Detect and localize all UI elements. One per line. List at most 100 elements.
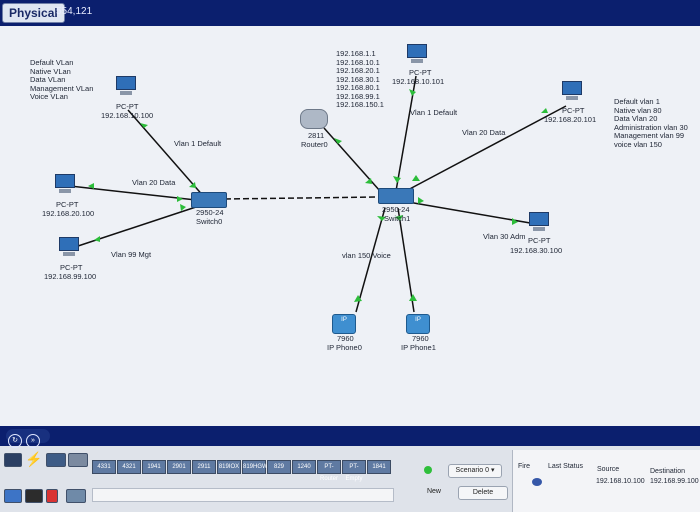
device-type-label: PC-PT [409, 68, 432, 77]
bottom-panel: ↻» ⚡ 4331 4321 1941 2901 2911 819IOX 819… [0, 426, 700, 512]
ip-phone1-icon[interactable]: IP [406, 314, 430, 334]
switch-name-label: Switch1 [384, 214, 411, 223]
ip-line: 192.168.10.1 [336, 57, 380, 67]
link-router-switch1 [323, 127, 381, 192]
device-model-item[interactable]: PT-Router [317, 460, 341, 482]
device-model-item[interactable]: PT-Empty [342, 460, 366, 482]
ip-line: 192.168.99.1 [336, 91, 380, 101]
pc-lower-right-icon[interactable] [528, 212, 550, 234]
logical-workspace[interactable]: Default VLan Native VLan Data VLan Manag… [0, 26, 700, 426]
device-model-item[interactable]: 4331 [92, 460, 116, 474]
note-line: Administration vlan 30 [614, 122, 688, 132]
vlan-notes-right: Default vlan 1 Native vlan 80 Data Vlan … [614, 97, 688, 149]
note-line: Management vlan 99 [614, 131, 685, 140]
pc-top-center-icon[interactable] [406, 44, 428, 66]
link-pcbl-switch0 [71, 203, 206, 249]
switch0-icon[interactable] [191, 192, 227, 208]
mode-info-text: 554,121 [56, 6, 93, 17]
device-model-item[interactable]: 1941 [142, 460, 166, 474]
components-category-icon[interactable] [68, 453, 88, 467]
link-label: Vlan 1 Default [174, 139, 222, 148]
physical-mode-button[interactable]: Physical [2, 3, 65, 23]
note-line: Data VLan [30, 75, 66, 84]
device-model-item[interactable]: 819IOX [217, 460, 241, 474]
phone-model-label: 7960 [412, 334, 429, 343]
device-model-item[interactable]: 2901 [167, 460, 191, 474]
pc-bottom-left-icon[interactable] [58, 237, 80, 259]
device-type-label: PC-PT [528, 236, 551, 245]
device-ip-label: 192.168.99.100 [44, 272, 97, 281]
scenario-select[interactable]: Scenario 0 ▾ [448, 464, 502, 478]
realtime-controls[interactable]: ↻» [6, 429, 50, 448]
note-line: Default vlan 1 [614, 97, 660, 106]
link-label: Vlan 20 Data [462, 128, 506, 137]
link-lights [88, 89, 548, 302]
delete-scenario-button[interactable]: Delete [458, 486, 508, 500]
realtime-status-icon [424, 466, 432, 474]
link-label: Vlan 99 Mgt [111, 250, 152, 259]
scenario-value: Scenario 0 [455, 467, 489, 474]
links-layer [69, 75, 567, 313]
new-scenario-button[interactable]: New [426, 488, 441, 495]
pc-right-icon[interactable] [561, 81, 583, 103]
fast-forward-icon[interactable]: » [26, 434, 40, 448]
column-source: Source [597, 466, 620, 473]
phone-model-label: 7960 [337, 334, 354, 343]
link-pclr-switch1 [407, 201, 537, 225]
link-label: Vlan 30 Adm [483, 232, 526, 241]
note-line: Management VLan [30, 83, 94, 93]
note-line: Native VLan [30, 66, 71, 76]
security-subcategory-icon[interactable] [66, 489, 86, 503]
power-cycle-icon[interactable]: ↻ [8, 434, 22, 448]
end-devices-category-icon[interactable] [46, 453, 66, 467]
device-model-item[interactable]: 4321 [117, 460, 141, 474]
link-label: Vlan 20 Data [132, 178, 176, 187]
pc-left-icon[interactable] [54, 174, 76, 196]
phone-name-label: IP Phone0 [327, 343, 362, 352]
routers-subcategory-icon[interactable] [4, 489, 22, 503]
column-fire: Fire [518, 463, 531, 470]
device-ip-label: 192.168.10.101 [392, 77, 445, 86]
link-label: vlan 150 Voice [342, 251, 391, 260]
device-model-item[interactable]: 829 [267, 460, 291, 474]
note-line: Data Vlan 20 [614, 114, 658, 123]
pdu-list [512, 450, 700, 512]
link-label: Vlan 1 Default [410, 108, 458, 117]
switch-model-label: 2950-24 [196, 208, 224, 217]
switches-subcategory-icon[interactable] [25, 489, 43, 503]
pc-top-left-icon[interactable] [115, 76, 137, 98]
router-icon[interactable] [300, 109, 328, 129]
pdu-color-icon[interactable] [532, 478, 542, 486]
note-line: voice vlan 150 [614, 139, 662, 149]
device-ip-label: 192.168.10.100 [101, 111, 154, 120]
network-devices-category-icon[interactable] [4, 453, 22, 467]
ip-line: 192.168.150.1 [336, 100, 384, 109]
link-switch0-switch1 [224, 196, 379, 200]
device-model-item[interactable]: 2911 [192, 460, 216, 474]
link-pcright-switch1 [403, 105, 567, 193]
device-model-item[interactable]: 1841 [367, 460, 391, 474]
simulation-bar: ↻» [0, 426, 700, 448]
column-last-status: Last Status [548, 463, 584, 470]
connections-category-icon[interactable]: ⚡ [25, 451, 43, 467]
top-toolbar: Physical 554,121 [0, 0, 700, 26]
device-ip-label: 192.168.20.100 [42, 209, 95, 218]
device-type-label: PC-PT [562, 106, 585, 115]
device-model-item[interactable]: 819HGW [242, 460, 268, 474]
pdu-destination: 192.168.99.100 [650, 478, 699, 485]
ip-phone0-icon[interactable]: IP [332, 314, 356, 334]
switch1-icon[interactable] [378, 188, 414, 204]
device-scrollbar[interactable] [92, 488, 394, 502]
wireless-subcategory-icon[interactable] [46, 489, 58, 503]
router-model-label: 2811 [308, 131, 325, 140]
vlan-notes-left: Default VLan Native VLan Data VLan Manag… [30, 58, 94, 102]
column-destination: Destination [650, 468, 686, 475]
device-ip-label: 192.168.20.101 [544, 115, 597, 124]
note-line: Default VLan [30, 58, 74, 67]
device-model-item[interactable]: 1240 [292, 460, 316, 474]
link-phone0-switch1 [355, 207, 386, 313]
link-phone1-switch1 [397, 207, 415, 313]
phone-name-label: IP Phone1 [401, 343, 436, 352]
device-ip-label: 192.168.30.100 [510, 246, 563, 255]
pdu-source: 192.168.10.100 [596, 478, 645, 485]
